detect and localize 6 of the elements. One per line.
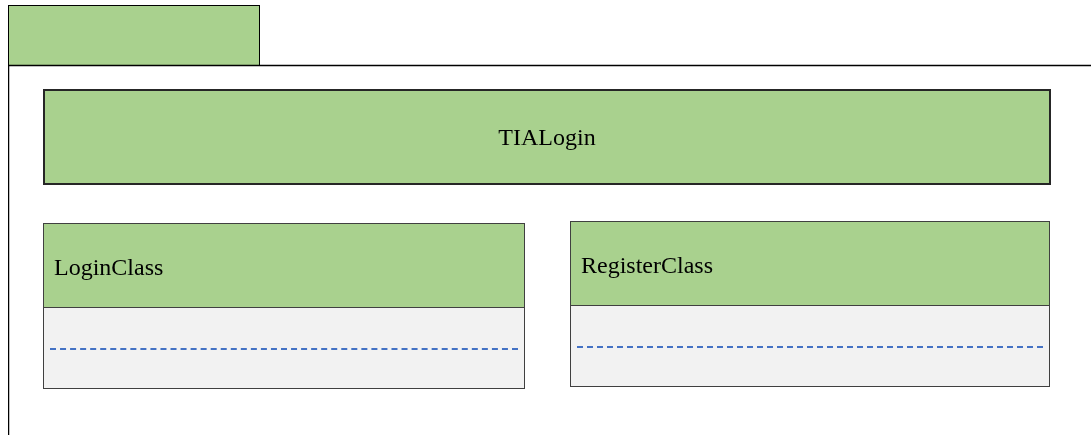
class-name: LoginClass [54, 254, 164, 281]
class-name: TIALogin [498, 123, 596, 151]
class-box [43, 89, 1051, 185]
class-name: RegisterClass [581, 252, 713, 279]
class-box [43, 223, 525, 389]
class-box [570, 221, 1050, 387]
